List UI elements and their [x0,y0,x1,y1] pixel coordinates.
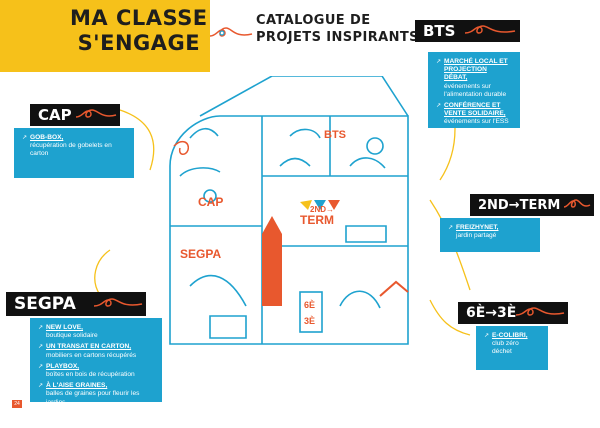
catalogue-subtitle: CATALOGUE DE PROJETS INSPIRANTS [256,12,419,46]
tag-cap-label: CAP [38,106,72,124]
swirl-icon [464,25,516,34]
house-roof [199,76,409,117]
house-outline [169,115,409,345]
six-trois-project-list: E-COLIBRI, club zéro déchet [484,332,540,357]
cap-project-list: GOB-BOX, récupération de gobelets en car… [22,134,126,159]
project-link[interactable]: GOB-BOX, [30,134,64,141]
main-title-line2: S'ENGAGE [77,31,201,55]
house-label-three: 3È [304,316,315,326]
house-label-term-bottom: TERM [300,213,334,227]
tag-segpa-label: SEGPA [14,294,76,314]
project-desc: mobiliers en cartons récupérés [46,351,137,359]
tag-term-label: 2ND→TERM [478,197,561,213]
tag-six-trois: 6È→3È [458,302,568,324]
list-item[interactable]: MARCHÉ LOCAL ET PROJECTION DÉBAT, événem… [436,58,512,99]
subtitle-line2: PROJETS INSPIRANTS [256,30,419,45]
project-link[interactable]: À L'AISE GRAINES, [46,382,108,390]
swirl-ornament-icon [209,27,253,37]
page-number: 24 [12,400,22,408]
term-project-list: FREIZHYNET, jardin partagé [448,224,532,240]
house-label-term-top: 2ND→ [310,205,334,214]
card-term: FREIZHYNET, jardin partagé [440,218,540,252]
list-item[interactable]: À L'AISE GRAINES, balles de graines pour… [38,382,154,407]
house-label-segpa: SEGPA [180,247,221,261]
list-item[interactable]: GOB-BOX, récupération de gobelets en car… [22,134,126,159]
card-cap: GOB-BOX, récupération de gobelets en car… [14,128,134,178]
project-desc: événements sur l'ESS [444,118,509,126]
bunting-flags [300,200,340,210]
school-house-illustration: BTS 2ND→ TERM CAP SEGPA 6È 3È [169,76,409,345]
tag-six-trois-label: 6È→3È [466,305,517,321]
project-desc: club zéro déchet [492,340,519,356]
card-six-trois: E-COLIBRI, club zéro déchet [476,326,548,370]
project-desc: balles de graines pour fleurir les jardi… [46,390,140,406]
tag-bts: BTS [415,20,520,42]
project-desc: événements sur l'alimentation durable [444,82,507,98]
swirl-icon [93,298,143,307]
project-link[interactable]: CONFÉRENCE ET VENTE SOLIDAIRE, [444,102,506,118]
tag-segpa: SEGPA [6,292,146,316]
main-title: MA CLASSE S'ENGAGE [70,6,208,56]
card-segpa: NEW LOVE, boutique solidaire UN TRANSAT … [30,318,162,406]
list-item[interactable]: NEW LOVE, boutique solidaire [38,324,154,340]
list-item[interactable]: CONFÉRENCE ET VENTE SOLIDAIRE, événement… [436,102,512,127]
project-link[interactable]: PLAYBOX, [46,362,80,370]
project-desc: jardin partagé [456,232,497,240]
project-desc: boîtes en bois de récupération [46,371,135,379]
main-title-line1: MA CLASSE [70,6,208,30]
list-item[interactable]: E-COLIBRI, club zéro déchet [484,332,540,357]
yellow-corner-block [0,0,210,72]
project-desc: boutique solidaire [46,332,98,340]
list-item[interactable]: PLAYBOX, boîtes en bois de récupération [38,363,154,379]
project-link[interactable]: UN TRANSAT EN CARTON, [46,343,132,351]
tag-term: 2ND→TERM [470,194,594,216]
list-item[interactable]: FREIZHYNET, jardin partagé [448,224,532,240]
project-link[interactable]: FREIZHYNET, [456,224,499,231]
house-label-six: 6È [304,300,315,310]
swirl-icon [563,199,591,208]
segpa-project-list: NEW LOVE, boutique solidaire UN TRANSAT … [38,324,154,407]
swirl-icon [75,109,117,118]
project-link[interactable]: MARCHÉ LOCAL ET PROJECTION DÉBAT, [444,58,508,82]
tag-bts-label: BTS [423,22,456,40]
tag-cap: CAP [30,104,120,126]
project-link[interactable]: NEW LOVE, [46,324,83,331]
card-bts: MARCHÉ LOCAL ET PROJECTION DÉBAT, événem… [428,52,520,128]
house-label-bts: BTS [324,129,346,141]
bts-project-list: MARCHÉ LOCAL ET PROJECTION DÉBAT, événem… [436,58,512,127]
house-label-cap: CAP [198,195,223,209]
swirl-icon [515,307,565,316]
project-link[interactable]: E-COLIBRI, [492,332,528,339]
subtitle-line1: CATALOGUE DE [256,13,371,28]
list-item[interactable]: UN TRANSAT EN CARTON, mobiliers en carto… [38,343,154,359]
pencil-icon [262,216,282,306]
project-desc: récupération de gobelets en carton [30,142,112,158]
